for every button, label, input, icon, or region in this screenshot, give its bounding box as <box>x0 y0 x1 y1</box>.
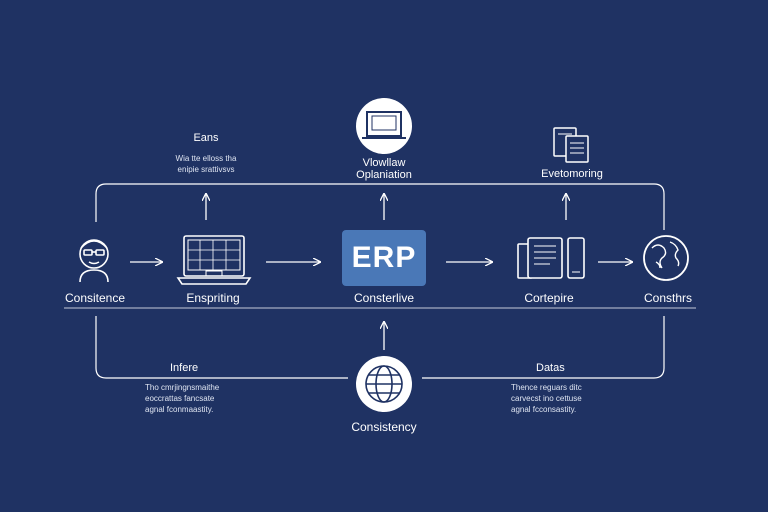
top-left-title: Eans <box>193 132 219 144</box>
laptop-grid-icon <box>176 235 252 285</box>
erp-badge: ERP <box>342 230 426 286</box>
bottom-left-line-2: eoccrattas fancsate <box>145 394 215 403</box>
laptop-label: Enspriting <box>186 291 240 305</box>
erp-label: Consterlive <box>353 291 415 305</box>
flow-arrows <box>130 194 632 350</box>
bottom-left-line-1: Tho cmrjingnsmaithe <box>145 383 220 392</box>
globe-right-label: Consthrs <box>643 291 693 305</box>
bottom-left-title: Infere <box>170 362 199 374</box>
bottom-right-line-2: carvecst ino cettuse <box>511 394 582 403</box>
top-left-subtitle-2: enipie srattivsvs <box>177 165 235 174</box>
globe-grid-icon <box>356 356 412 412</box>
documents-icon <box>553 127 589 163</box>
bottom-left-line <box>95 316 348 379</box>
top-right-title: Evetomoring <box>541 168 603 180</box>
top-left-subtitle-1: Wia tte elloss tha <box>175 154 237 163</box>
connector-frame <box>64 183 696 379</box>
bottom-left-line-3: agnal fconmaastity. <box>145 405 214 414</box>
erp-badge-text: ERP <box>351 241 417 274</box>
top-center-line-2: Oplaniation <box>356 169 412 181</box>
devices-label: Cortepire <box>524 291 574 305</box>
bottom-right-line <box>422 316 665 379</box>
person-label: Consitence <box>64 291 126 305</box>
person-glasses-icon <box>79 239 109 283</box>
globe-map-icon <box>643 235 689 281</box>
top-loop-line <box>95 183 665 230</box>
globe-bottom-label: Consistency <box>351 420 417 434</box>
bottom-right-line-3: agnal fcconsastity. <box>511 405 577 414</box>
bottom-right-line-1: Thence reguars ditc <box>511 383 582 392</box>
monitor-circle-icon <box>356 98 412 154</box>
bottom-right-title: Datas <box>536 362 565 374</box>
server-phone-icon <box>517 237 585 279</box>
top-center-line-1: Vlowllaw <box>362 157 406 169</box>
